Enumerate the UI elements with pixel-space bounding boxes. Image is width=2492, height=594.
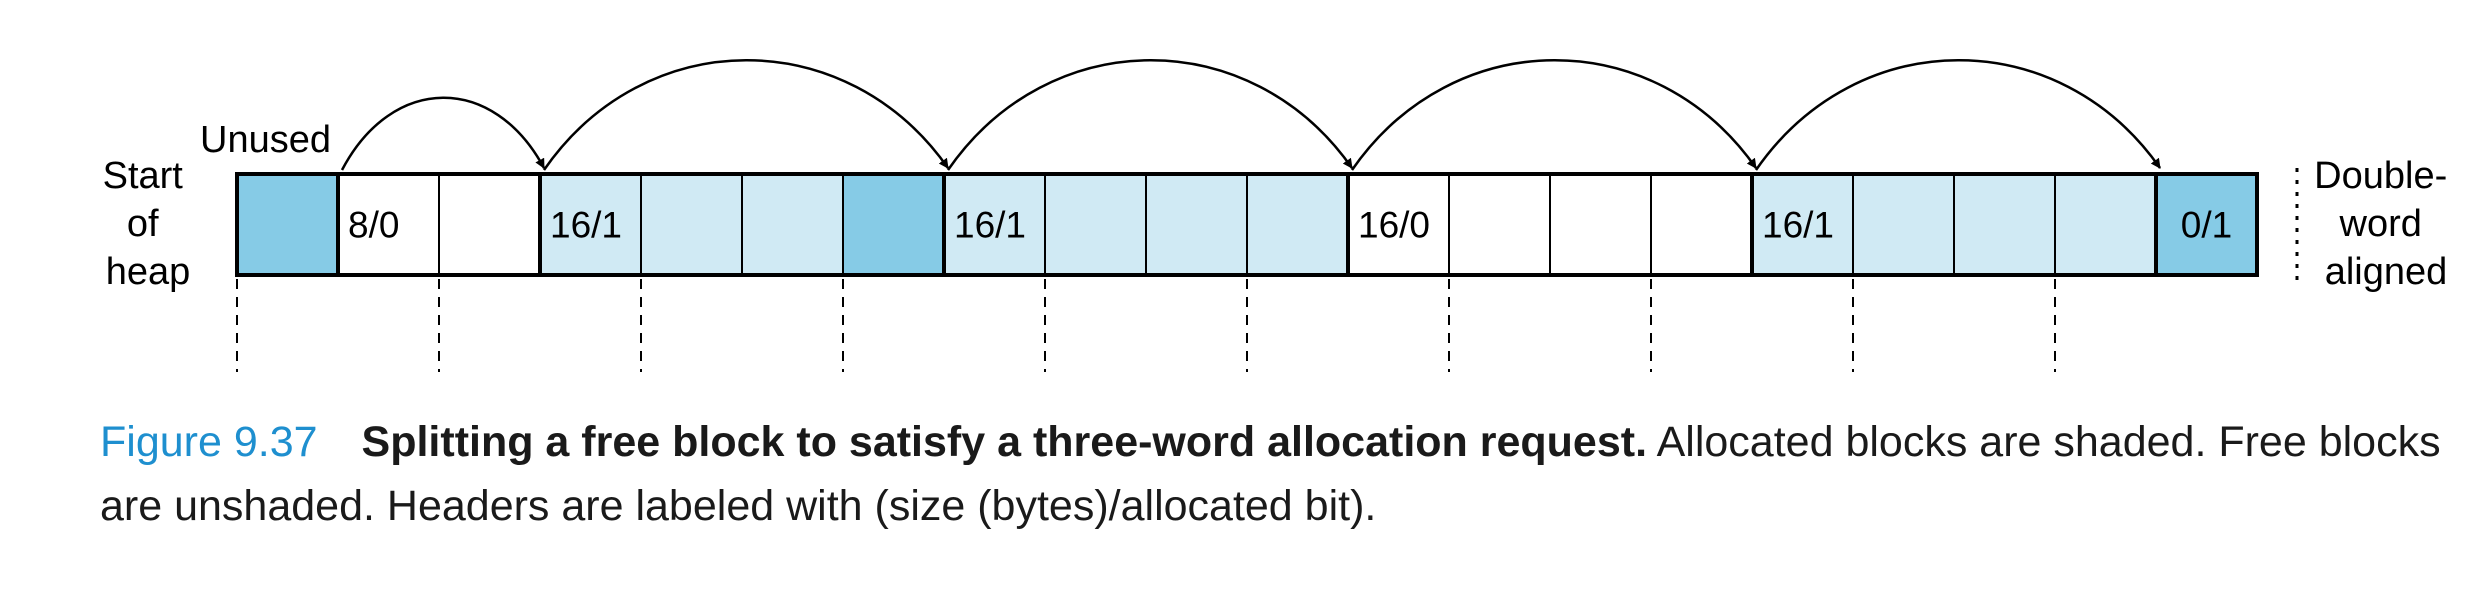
next-block-arrows	[340, 59, 2162, 171]
next-block-arrow-3	[1350, 59, 1758, 171]
start-label-line-3: heap	[106, 251, 191, 293]
header-label-7: 16/1	[954, 205, 1026, 246]
start-label-line-1: Start	[103, 155, 184, 197]
header-label-15: 16/1	[1762, 205, 1834, 246]
header-label-3: 16/1	[550, 205, 622, 246]
next-block-arrow-1	[542, 59, 950, 171]
header-label-11: 16/0	[1358, 205, 1430, 246]
header-label-1: 8/0	[348, 205, 399, 246]
heap-diagram: 8/0 16/1 16/1 16/0 16/1 0/1 Unused Start of h…	[103, 59, 2458, 372]
block-dividers	[235, 172, 2259, 277]
next-block-arrow-2	[946, 59, 1354, 171]
start-of-heap-label: Start of heap	[103, 155, 194, 293]
next-block-arrow-0	[340, 96, 546, 171]
heap-cells: 8/0 16/1 16/1 16/0 16/1 0/1	[236, 173, 2258, 276]
heap-word-13	[1549, 173, 1652, 276]
heap-word-7	[943, 173, 1046, 276]
heap-word-0	[236, 173, 339, 276]
heap-word-5	[741, 173, 844, 276]
heap-word-17	[1953, 173, 2056, 276]
aligned-label-line-1: Double-	[2314, 155, 2447, 197]
heap-word-12	[1448, 173, 1551, 276]
next-block-arrow-4	[1754, 59, 2162, 171]
start-label-line-2: of	[127, 203, 159, 245]
heap-outline	[235, 172, 2259, 277]
heap-word-2	[438, 173, 541, 276]
heap-word-14	[1650, 173, 1753, 276]
figure-title: Splitting a free block to satisfy a thre…	[361, 418, 1648, 466]
aligned-label-line-2: word	[2339, 203, 2422, 245]
double-word-aligned-label: Double- word aligned	[2314, 155, 2458, 293]
heap-word-16	[1852, 173, 1955, 276]
figure-number: Figure 9.37	[100, 418, 318, 466]
heap-word-9	[1145, 173, 1248, 276]
figure-caption: Figure 9.37 Splitting a free block to sat…	[100, 410, 2480, 538]
heap-word-6	[842, 173, 945, 276]
word-boundary-lines	[236, 279, 2056, 372]
unused-label: Unused	[200, 119, 331, 161]
heap-word-18	[2054, 173, 2157, 276]
figure-caption-text: Allocated blocks are shaded. Free blocks…	[100, 418, 2441, 530]
heap-word-8	[1044, 173, 1147, 276]
heap-word-10	[1246, 173, 1349, 276]
aligned-label-line-3: aligned	[2325, 251, 2448, 293]
header-label-19: 0/1	[2181, 205, 2232, 246]
heap-word-4	[640, 173, 743, 276]
